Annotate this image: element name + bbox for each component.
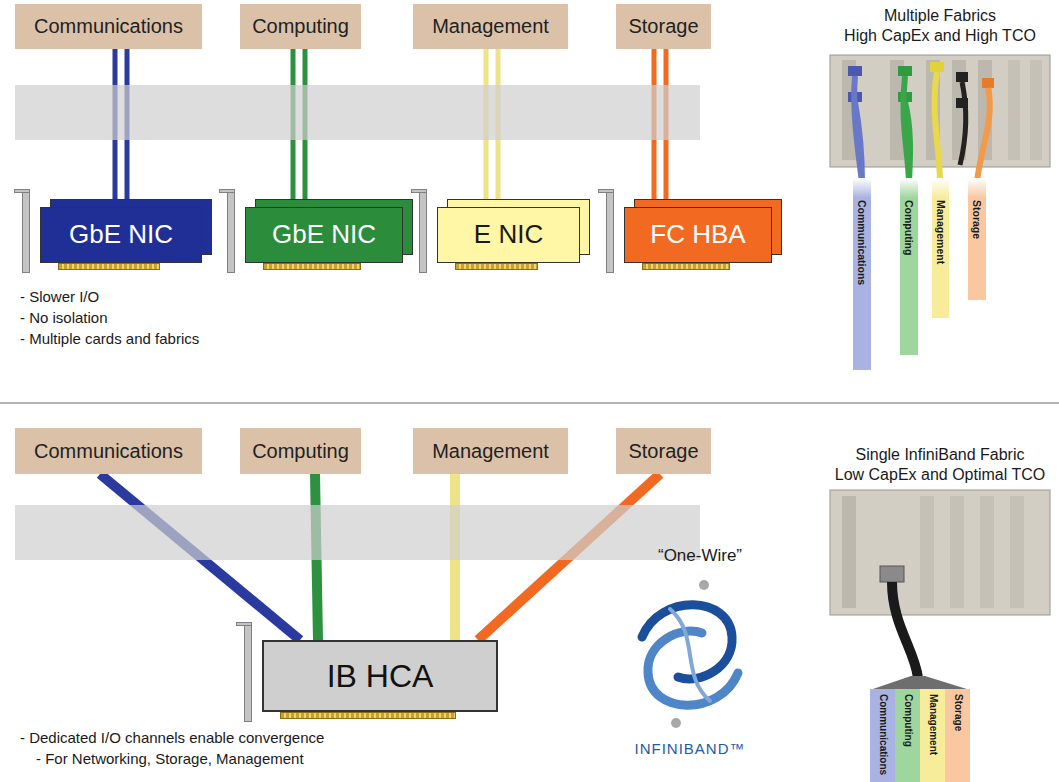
gold-fingers [642, 263, 730, 270]
card-bracket-tab [219, 189, 235, 193]
server-photo-single [830, 490, 1050, 690]
adapter-card: GbE NIC [245, 207, 403, 263]
card-bracket [227, 189, 235, 273]
card-name: IB HCA [327, 658, 434, 695]
gold-fingers [58, 263, 160, 270]
category-box: Computing [240, 4, 361, 49]
card-bracket [244, 622, 252, 722]
category-box: Communications [15, 428, 202, 474]
cable-label: Management [927, 694, 939, 755]
cable-label: Communications [877, 694, 889, 775]
note-text: - For Networking, Storage, Management [36, 750, 304, 768]
category-box: Management [413, 4, 568, 49]
gold-fingers [455, 263, 538, 270]
category-name: Management [432, 440, 549, 463]
category-name: Communications [34, 440, 183, 463]
note-text: - No isolation [20, 309, 108, 327]
gold-fingers [280, 712, 456, 719]
card-bracket-tab [598, 189, 614, 193]
note-text: High CapEx and High TCO [830, 26, 1050, 45]
note-text: Low CapEx and Optimal TCO [830, 465, 1050, 484]
card-name: E NIC [474, 220, 543, 250]
category-box: Management [413, 428, 568, 474]
adapter-card: GbE NIC [40, 207, 202, 263]
gold-fingers [263, 263, 361, 270]
card-name: FC HBA [650, 220, 745, 250]
separator-line [0, 402, 1059, 404]
card-bracket [419, 189, 427, 273]
cable-label: Computing [902, 694, 914, 747]
card-bracket [606, 189, 614, 273]
category-name: Communications [34, 15, 183, 38]
cable-label: Communications [856, 200, 868, 285]
cable-label: Computing [903, 200, 915, 255]
category-box: Communications [15, 4, 202, 49]
cable-label: Storage [952, 694, 964, 731]
category-name: Management [432, 15, 549, 38]
server-photo-multi [830, 55, 1050, 182]
note-text: - Slower I/O [20, 288, 99, 306]
adapter-card: IB HCA [262, 640, 498, 712]
category-name: Storage [628, 440, 698, 463]
card-bracket-tab [236, 622, 252, 626]
category-box: Computing [240, 428, 361, 474]
adapter-card: FC HBA [624, 207, 772, 263]
category-box: Storage [616, 428, 711, 474]
note-text: - Multiple cards and fabrics [20, 330, 199, 348]
cable-label: Storage [971, 200, 983, 239]
card-bracket [22, 189, 30, 273]
note-text: - Dedicated I/O channels enable converge… [20, 729, 324, 747]
infiniband-logo [642, 580, 738, 728]
cable-label: Management [935, 200, 947, 264]
category-box: Storage [616, 4, 711, 49]
note-text: “One-Wire” [620, 546, 780, 566]
cable-bundle [870, 689, 970, 782]
note-text: INFINIBAND™ [600, 740, 780, 758]
card-name: GbE NIC [272, 220, 376, 250]
card-bracket-tab [14, 189, 30, 193]
note-text: Single InfiniBand Fabric [830, 445, 1050, 464]
adapter-card: E NIC [437, 207, 580, 263]
card-name: GbE NIC [69, 220, 173, 250]
category-name: Storage [628, 15, 698, 38]
category-name: Computing [252, 440, 349, 463]
category-name: Computing [252, 15, 349, 38]
note-text: Multiple Fabrics [830, 6, 1050, 25]
cable-stripes-multi [845, 178, 995, 370]
bus-band [15, 505, 700, 560]
card-bracket-tab [411, 189, 427, 193]
bus-band [15, 85, 700, 140]
